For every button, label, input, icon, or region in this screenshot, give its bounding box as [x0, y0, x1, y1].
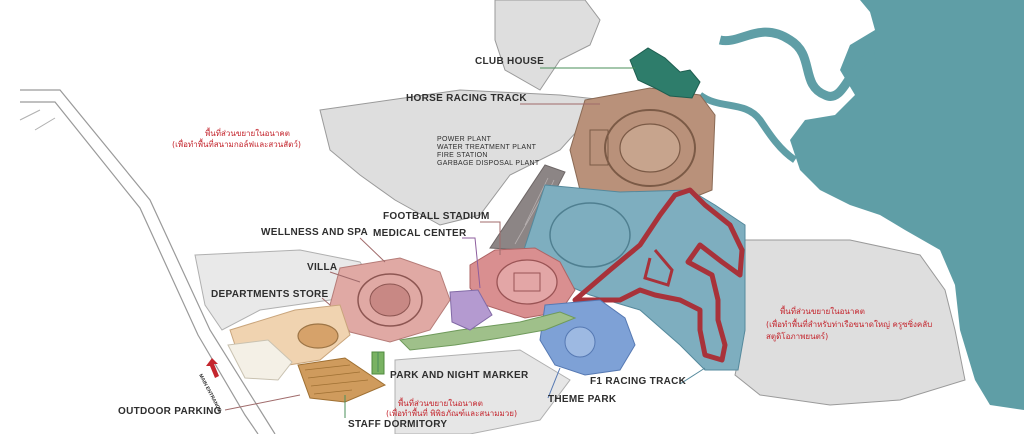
- land-parcel-south: [394, 349, 571, 434]
- parking-rows: [304, 364, 369, 395]
- land-parcel-west: [194, 249, 381, 331]
- label-horse-racing-track: HORSE RACING TRACK: [406, 93, 527, 104]
- football-pitch: [513, 272, 541, 292]
- park-green-belt: [398, 311, 577, 351]
- label-power-plant: POWER PLANT: [437, 136, 492, 143]
- note-future-area-2-line2: (เพื่อทำพื้นที่สำหรับท่าเรือขนาดใหญ่ ครู…: [766, 318, 932, 330]
- leader-dept-store: [321, 297, 331, 306]
- river-channel-lower: [697, 92, 798, 163]
- main-road-inner: [20, 101, 259, 434]
- football-stadium-bowl: [496, 259, 558, 305]
- note-future-area-3-line1: พื้นที่ส่วนขยายในอนาคต: [398, 397, 483, 408]
- entrance-plaza: [227, 339, 293, 381]
- department-store-oval: [297, 323, 339, 349]
- label-football-stadium: FOOTBALL STADIUM: [383, 211, 490, 222]
- river-channel-upper: [718, 27, 877, 101]
- note-future-area-2-line1: พื้นที่ส่วนขยายในอนาคต: [780, 305, 865, 316]
- land-parcel-golf-zoo: [319, 89, 607, 226]
- f1-grandstand-oval: [549, 202, 631, 268]
- label-theme-park: THEME PARK: [548, 394, 617, 405]
- leader-f1: [679, 367, 706, 385]
- label-f1-racing-track: F1 RACING TRACK: [590, 376, 687, 387]
- note-future-area-3-line2: (เพื่อทำพื้นที่ พิพิธภัณฑ์และสนามมวย): [386, 407, 517, 418]
- main-entrance-arrow-icon: [206, 358, 219, 378]
- label-medical-center: MEDICAL CENTER: [373, 228, 467, 239]
- f1-track-inner-loop: [643, 249, 674, 287]
- wellness-spa-ring-outer: [357, 273, 423, 327]
- outdoor-parking-zone: [297, 357, 387, 403]
- leader-wellness: [359, 237, 386, 263]
- label-park-and-night-marker: PARK AND NIGHT MARKER: [390, 370, 529, 381]
- label-departments-store: DEPARTMENTS STORE: [211, 289, 329, 300]
- leader-football: [480, 221, 501, 255]
- theme-park-ride: [564, 326, 596, 358]
- leader-medical: [462, 237, 481, 289]
- land-parcel-north: [494, 0, 601, 91]
- wellness-spa-ring-inner: [369, 283, 411, 317]
- river-water: [790, 0, 1024, 410]
- leader-theme-park: [547, 367, 561, 399]
- access-road: [19, 109, 56, 131]
- main-road: [20, 89, 276, 434]
- horse-stable-block: [589, 129, 609, 166]
- club-house-zone: [629, 47, 701, 99]
- label-staff-dormitory: STAFF DORMITORY: [348, 419, 447, 430]
- label-wellness-and-spa: WELLNESS AND SPA: [261, 227, 368, 238]
- label-outdoor-parking: OUTDOOR PARKING: [118, 406, 222, 417]
- horse-racing-oval-inner: [619, 123, 681, 173]
- label-garbage-disposal-plant: GARBAGE DISPOSAL PLANT: [437, 160, 540, 167]
- label-club-house: CLUB HOUSE: [475, 56, 544, 67]
- f1-racing-track: [572, 187, 745, 363]
- note-future-area-2-line3: สตูดิโอภาพยนตร์): [766, 331, 828, 342]
- note-future-area-1-line2: (เพื่อทำพื้นที่สนามกอล์ฟและสวนสัตว์): [172, 138, 301, 149]
- note-future-area-1-line1: พื้นที่ส่วนขยายในอนาคต: [205, 127, 290, 138]
- label-water-treatment-plant: WATER TREATMENT PLANT: [437, 144, 537, 151]
- label-fire-station: FIRE STATION: [437, 152, 488, 159]
- leader-villa: [329, 271, 361, 283]
- label-villa: VILLA: [307, 262, 337, 273]
- villa-zone: [449, 289, 493, 331]
- horse-racing-oval-outer: [604, 109, 696, 187]
- leader-outdoor-parking: [224, 394, 301, 411]
